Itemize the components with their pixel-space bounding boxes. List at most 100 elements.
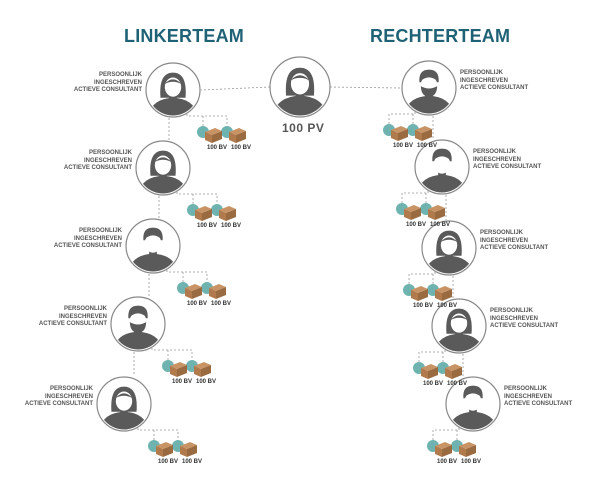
connector-right-1 bbox=[401, 187, 429, 203]
box-icon bbox=[391, 126, 408, 141]
box-icon bbox=[435, 286, 452, 301]
left-avatar-3 bbox=[110, 296, 166, 352]
consultant-label-line: ACTIEVE CONSULTANT bbox=[480, 245, 549, 251]
connector-right-2 bbox=[408, 268, 436, 284]
bv-value: 100 BV bbox=[158, 459, 179, 465]
box-icon bbox=[170, 362, 187, 377]
left-avatar-2 bbox=[125, 218, 181, 274]
box-icon bbox=[415, 126, 432, 141]
consultant-label-line: INGESCHREVEN bbox=[58, 313, 107, 320]
connector-left-3 bbox=[151, 344, 193, 360]
bv-value: 100 BV bbox=[417, 143, 438, 149]
right-avatar-3 bbox=[431, 298, 487, 354]
box-icon bbox=[205, 128, 222, 143]
consultant-label-line: INGESCHREVEN bbox=[504, 393, 553, 400]
consultant-label-line: INGESCHREVEN bbox=[480, 237, 529, 244]
connector-right-0 bbox=[388, 108, 416, 124]
consultant-label-line: PERSOONLIJK bbox=[473, 149, 517, 155]
bv-value: 100 BV bbox=[437, 459, 458, 465]
consultant-label-line: ACTIEVE CONSULTANT bbox=[504, 401, 573, 407]
right-team-title: RECHTERTEAM bbox=[370, 26, 511, 46]
box-icon bbox=[404, 205, 421, 220]
center-pv-value: 100 PV bbox=[282, 121, 325, 135]
box-icon bbox=[209, 284, 226, 299]
bv-value: 100 BV bbox=[413, 303, 434, 309]
consultant-label-line: PERSOONLIJK bbox=[98, 72, 142, 78]
connector-center-left bbox=[200, 86, 271, 91]
consultant-label-line: PERSOONLIJK bbox=[460, 70, 504, 76]
consultant-label-line: INGESCHREVEN bbox=[460, 77, 509, 84]
consultant-label-line: INGESCHREVEN bbox=[73, 235, 122, 242]
consultant-label-line: ACTIEVE CONSULTANT bbox=[63, 165, 132, 171]
box-icon bbox=[459, 442, 476, 457]
bv-value: 100 BV bbox=[423, 381, 444, 387]
bv-value: 100 BV bbox=[447, 381, 468, 387]
consultant-label-line: PERSOONLIJK bbox=[49, 386, 93, 392]
consultant-label-line: PERSOONLIJK bbox=[78, 228, 122, 234]
left-avatar-0 bbox=[145, 62, 201, 118]
consultant-label-line: PERSOONLIJK bbox=[480, 230, 524, 236]
bv-value: 100 BV bbox=[197, 223, 218, 229]
consultant-label-line: PERSOONLIJK bbox=[504, 386, 548, 392]
right-avatar-0 bbox=[401, 60, 457, 116]
consultant-label-line: ACTIEVE CONSULTANT bbox=[473, 164, 542, 170]
consultant-label-line: ACTIEVE CONSULTANT bbox=[24, 401, 93, 407]
left-team-title: LINKERTEAM bbox=[124, 26, 244, 46]
bv-value: 100 BV bbox=[437, 303, 458, 309]
bv-value: 100 BV bbox=[187, 301, 208, 307]
right-avatar-2 bbox=[421, 220, 477, 276]
box-icon bbox=[195, 206, 212, 221]
bv-value: 100 BV bbox=[221, 223, 242, 229]
bv-value: 100 BV bbox=[196, 379, 217, 385]
box-icon bbox=[219, 206, 236, 221]
bv-value: 100 BV bbox=[182, 459, 203, 465]
bv-value: 100 BV bbox=[211, 301, 232, 307]
consultant-label-line: PERSOONLIJK bbox=[490, 308, 534, 314]
consultant-label-line: ACTIEVE CONSULTANT bbox=[460, 85, 529, 91]
consultant-label-line: PERSOONLIJK bbox=[63, 306, 107, 312]
box-icon bbox=[428, 205, 445, 220]
left-avatar-4 bbox=[96, 376, 152, 432]
consultant-label-line: ACTIEVE CONSULTANT bbox=[53, 243, 122, 249]
bv-value: 100 BV bbox=[461, 459, 482, 465]
consultant-label-line: INGESCHREVEN bbox=[93, 79, 142, 86]
box-icon bbox=[411, 286, 428, 301]
box-icon bbox=[194, 362, 211, 377]
bv-value: 100 BV bbox=[430, 222, 451, 228]
connector-left-2 bbox=[166, 266, 208, 282]
consultant-label-line: INGESCHREVEN bbox=[473, 156, 522, 163]
box-icon bbox=[156, 442, 173, 457]
box-icon bbox=[421, 364, 438, 379]
bv-value: 100 BV bbox=[406, 222, 427, 228]
consultant-label-line: INGESCHREVEN bbox=[83, 157, 132, 164]
box-icon bbox=[229, 128, 246, 143]
box-icon bbox=[185, 284, 202, 299]
center-avatar bbox=[269, 56, 331, 118]
consultant-label-line: INGESCHREVEN bbox=[44, 393, 93, 400]
right-avatar-4 bbox=[445, 376, 501, 432]
box-icon bbox=[435, 442, 452, 457]
consultant-label-line: ACTIEVE CONSULTANT bbox=[38, 321, 107, 327]
box-icon bbox=[180, 442, 197, 457]
connector-right-4 bbox=[432, 424, 460, 440]
bv-value: 100 BV bbox=[172, 379, 193, 385]
connector-left-1 bbox=[176, 188, 218, 204]
box-icon bbox=[445, 364, 462, 379]
left-avatar-1 bbox=[135, 140, 191, 196]
consultant-label-line: PERSOONLIJK bbox=[88, 150, 132, 156]
bv-value: 100 BV bbox=[393, 143, 414, 149]
connector-left-4 bbox=[137, 424, 179, 440]
